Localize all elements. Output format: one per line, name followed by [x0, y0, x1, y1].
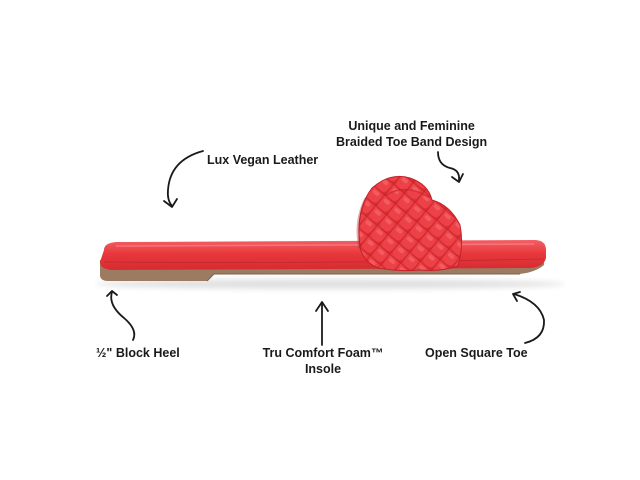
braided-toe-band [356, 175, 463, 272]
callout-vegan-leather: Lux Vegan Leather [207, 152, 318, 168]
arrowhead-vegan-leather [163, 198, 178, 208]
arrowhead-block-heel [106, 290, 118, 297]
callout-insole: Tru Comfort Foam™ Insole [259, 345, 387, 377]
callout-block-heel: ½" Block Heel [96, 345, 180, 361]
arrow-block-heel [110, 291, 136, 341]
callout-braided-band: Unique and Feminine Braided Toe Band Des… [336, 118, 487, 150]
arrowhead-square-toe [512, 291, 521, 302]
callout-vegan-leather-line1: Lux Vegan Leather [207, 153, 319, 167]
callout-square-toe-line1: Open Square Toe [425, 346, 528, 360]
sandal-footbed [100, 240, 546, 270]
arrowhead-braided-band [451, 173, 464, 183]
callout-insole-line1: Tru Comfort Foam™ [262, 346, 384, 360]
callout-braided-band-line1: Unique and Feminine [348, 119, 475, 133]
arrow-braided-band [437, 151, 460, 181]
ground-shadow [95, 279, 565, 289]
arrowhead-insole [315, 301, 329, 312]
callout-insole-line2: Insole [304, 362, 342, 376]
callout-square-toe: Open Square Toe [425, 345, 528, 361]
callout-braided-band-line2: Braided Toe Band Design [336, 135, 488, 149]
callout-block-heel-line1: ½" Block Heel [96, 346, 180, 360]
arrow-vegan-leather [166, 150, 204, 207]
arrow-square-toe [513, 293, 545, 344]
